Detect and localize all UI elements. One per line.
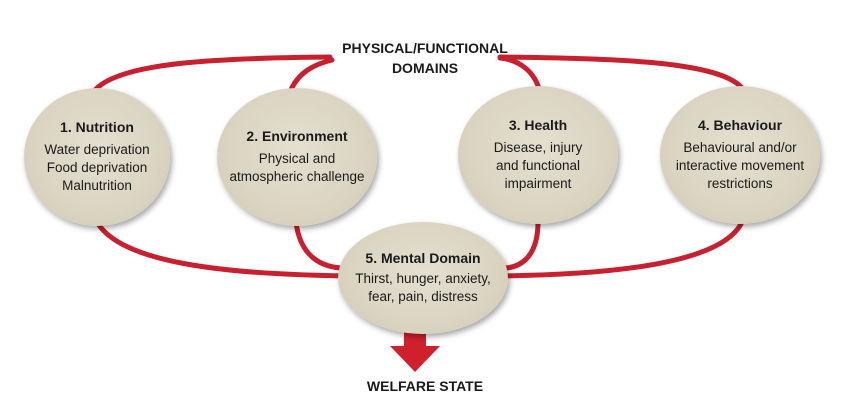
- connector-header-to-nutrition: [92, 54, 333, 93]
- domain-line: Disease, injury: [493, 140, 583, 155]
- domain-line: impairment: [504, 176, 572, 191]
- connector-nutrition-to-mental: [94, 219, 361, 279]
- header-title-line1: PHYSICAL/FUNCTIONAL: [342, 40, 508, 56]
- domain-line: Malnutrition: [62, 178, 132, 193]
- domain-title: 1. Nutrition: [60, 119, 134, 135]
- domain-line: restrictions: [707, 176, 773, 191]
- domain-line: interactive movement: [675, 158, 805, 173]
- connector-behaviour-to-mental: [490, 221, 744, 279]
- domain-behaviour: 4. Behaviour Behavioural and/or interact…: [660, 86, 820, 224]
- domain-title: 5. Mental Domain: [365, 250, 481, 266]
- domain-nutrition: 1. Nutrition Water deprivation Food depr…: [24, 88, 170, 226]
- domain-line: Food deprivation: [46, 160, 148, 175]
- down-arrow-icon: [390, 322, 440, 372]
- domain-title: 2. Environment: [246, 128, 348, 144]
- domain-line: Physical and: [258, 151, 336, 166]
- connector-header-to-behaviour: [497, 54, 745, 91]
- connector-header-to-environment: [287, 57, 335, 95]
- domain-line: Water deprivation: [44, 142, 150, 157]
- domain-line: atmospheric challenge: [229, 169, 365, 184]
- domain-line: Behavioural and/or: [683, 140, 797, 155]
- domain-mental: 5. Mental Domain Thirst, hunger, anxiety…: [338, 222, 508, 334]
- domain-title: 3. Health: [508, 117, 568, 133]
- domain-environment: 2. Environment Physical and atmospheric …: [217, 88, 377, 226]
- domain-line: Thirst, hunger, anxiety,: [355, 271, 491, 286]
- domain-line: and functional: [495, 158, 581, 173]
- header-title-line2: DOMAINS: [391, 60, 459, 76]
- domain-line: fear, pain, distress: [368, 289, 478, 304]
- domain-health: 3. Health Disease, injury and functional…: [458, 86, 618, 224]
- welfare-state-label: WELFARE STATE: [366, 378, 484, 394]
- domain-title: 4. Behaviour: [697, 117, 783, 133]
